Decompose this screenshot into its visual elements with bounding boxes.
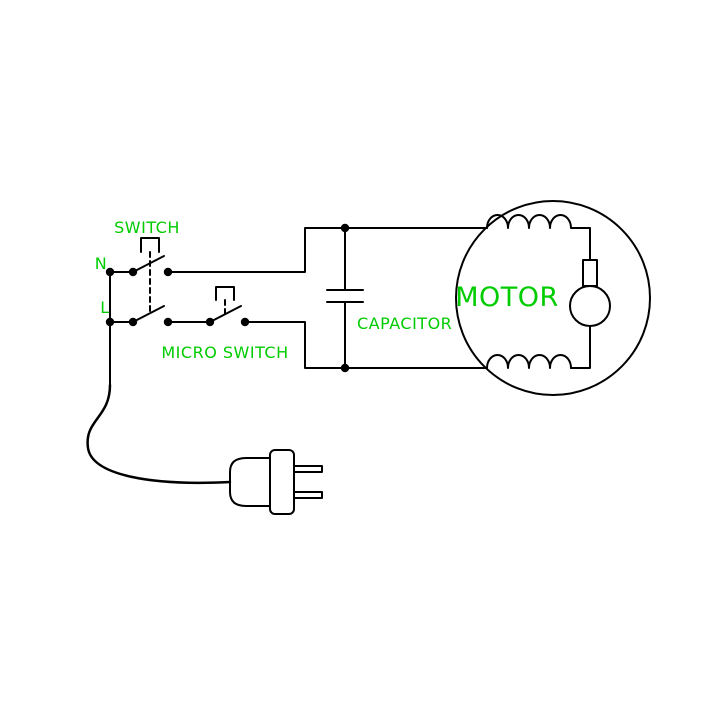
main-switch-blade-l (132, 305, 165, 323)
brush-rect (582, 259, 598, 287)
motor-label: MOTOR (455, 282, 559, 313)
wiring (86, 200, 651, 515)
junction-dot (163, 317, 173, 327)
micro-switch-actuator-bracket (215, 286, 235, 301)
labels: SWITCH N L MICRO SWITCH CAPACITOR MOTOR (95, 218, 559, 362)
junction-dot (105, 317, 115, 327)
plug-pin-bottom (293, 491, 323, 499)
junction-dot (340, 363, 350, 373)
main-switch-blade-n (132, 255, 165, 273)
stator-winding-bottom (486, 354, 572, 369)
plug-body (229, 457, 271, 507)
stator-winding-top (486, 214, 591, 261)
neutral-wire-right-segment (167, 227, 488, 273)
junction-dot (105, 267, 115, 277)
junction-dot (128, 317, 138, 327)
junction-dot (340, 223, 350, 233)
capacitor-label: CAPACITOR (357, 314, 452, 333)
plug-face (269, 449, 295, 515)
plug-pin-top (293, 465, 323, 473)
junction-dots (105, 223, 350, 373)
switch-label: SWITCH (114, 218, 180, 237)
micro-switch-label: MICRO SWITCH (161, 343, 288, 362)
junction-dot (205, 317, 215, 327)
line-wire-right-segment (244, 321, 488, 369)
rotor-circle (569, 285, 611, 327)
junction-dot (240, 317, 250, 327)
junction-dot (163, 267, 173, 277)
junction-dot (128, 267, 138, 277)
power-cord (86, 383, 232, 485)
main-switch-actuator-bracket (140, 237, 160, 253)
rotor-bottom-lead (570, 325, 591, 369)
motor-body-circle (455, 200, 651, 396)
neutral-label: N (95, 254, 107, 273)
line-label: L (100, 298, 109, 317)
